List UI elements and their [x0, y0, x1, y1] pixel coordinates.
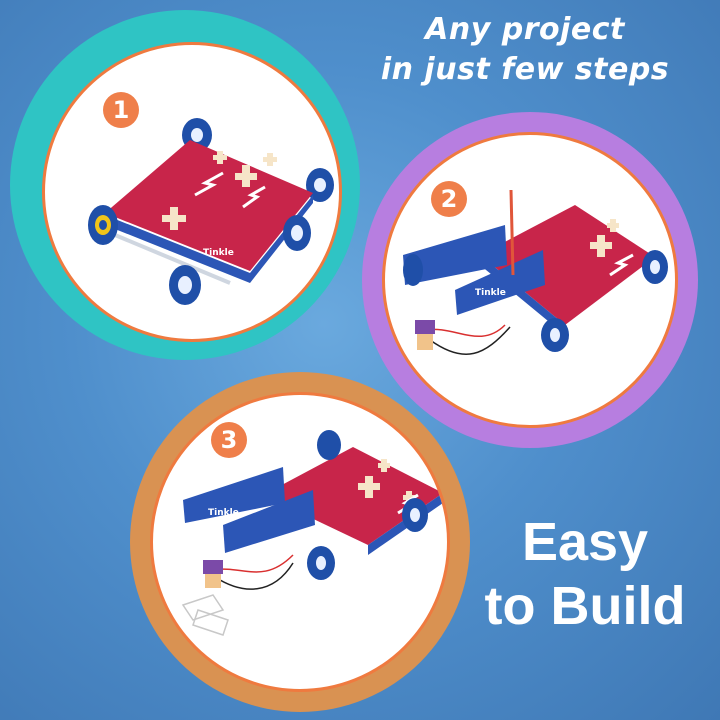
step-3-brand-label: Tinkle	[208, 508, 239, 518]
step-3-panel: Tinkle 3	[150, 392, 450, 692]
headline: Any project in just few steps	[360, 10, 690, 90]
step-3-number-badge: 3	[211, 422, 247, 458]
headline-line-2: in just few steps	[380, 52, 670, 87]
tagline-line-1: Easy	[521, 512, 649, 572]
step-3-ring: Tinkle 3	[130, 372, 470, 712]
step-1-number-badge: 1	[103, 92, 139, 128]
headline-line-1: Any project	[425, 12, 625, 47]
step-1-car-illustration: Tinkle	[88, 118, 334, 305]
tagline-line-2: to Build	[484, 576, 686, 636]
step-1-brand-label: Tinkle	[203, 248, 234, 258]
step-1-ring: Tinkle 1	[10, 10, 360, 360]
step-2-ring: Tinkle 2	[362, 112, 698, 448]
step-2-brand-label: Tinkle	[475, 288, 506, 298]
step-1-panel: Tinkle 1	[42, 42, 342, 342]
step-2-panel: Tinkle 2	[382, 132, 678, 428]
step-3-car-illustration: Tinkle	[181, 430, 443, 636]
step-2-car-illustration: Tinkle	[403, 189, 668, 355]
step-2-number-badge: 2	[431, 181, 467, 217]
tagline: Easy to Build	[470, 510, 700, 638]
